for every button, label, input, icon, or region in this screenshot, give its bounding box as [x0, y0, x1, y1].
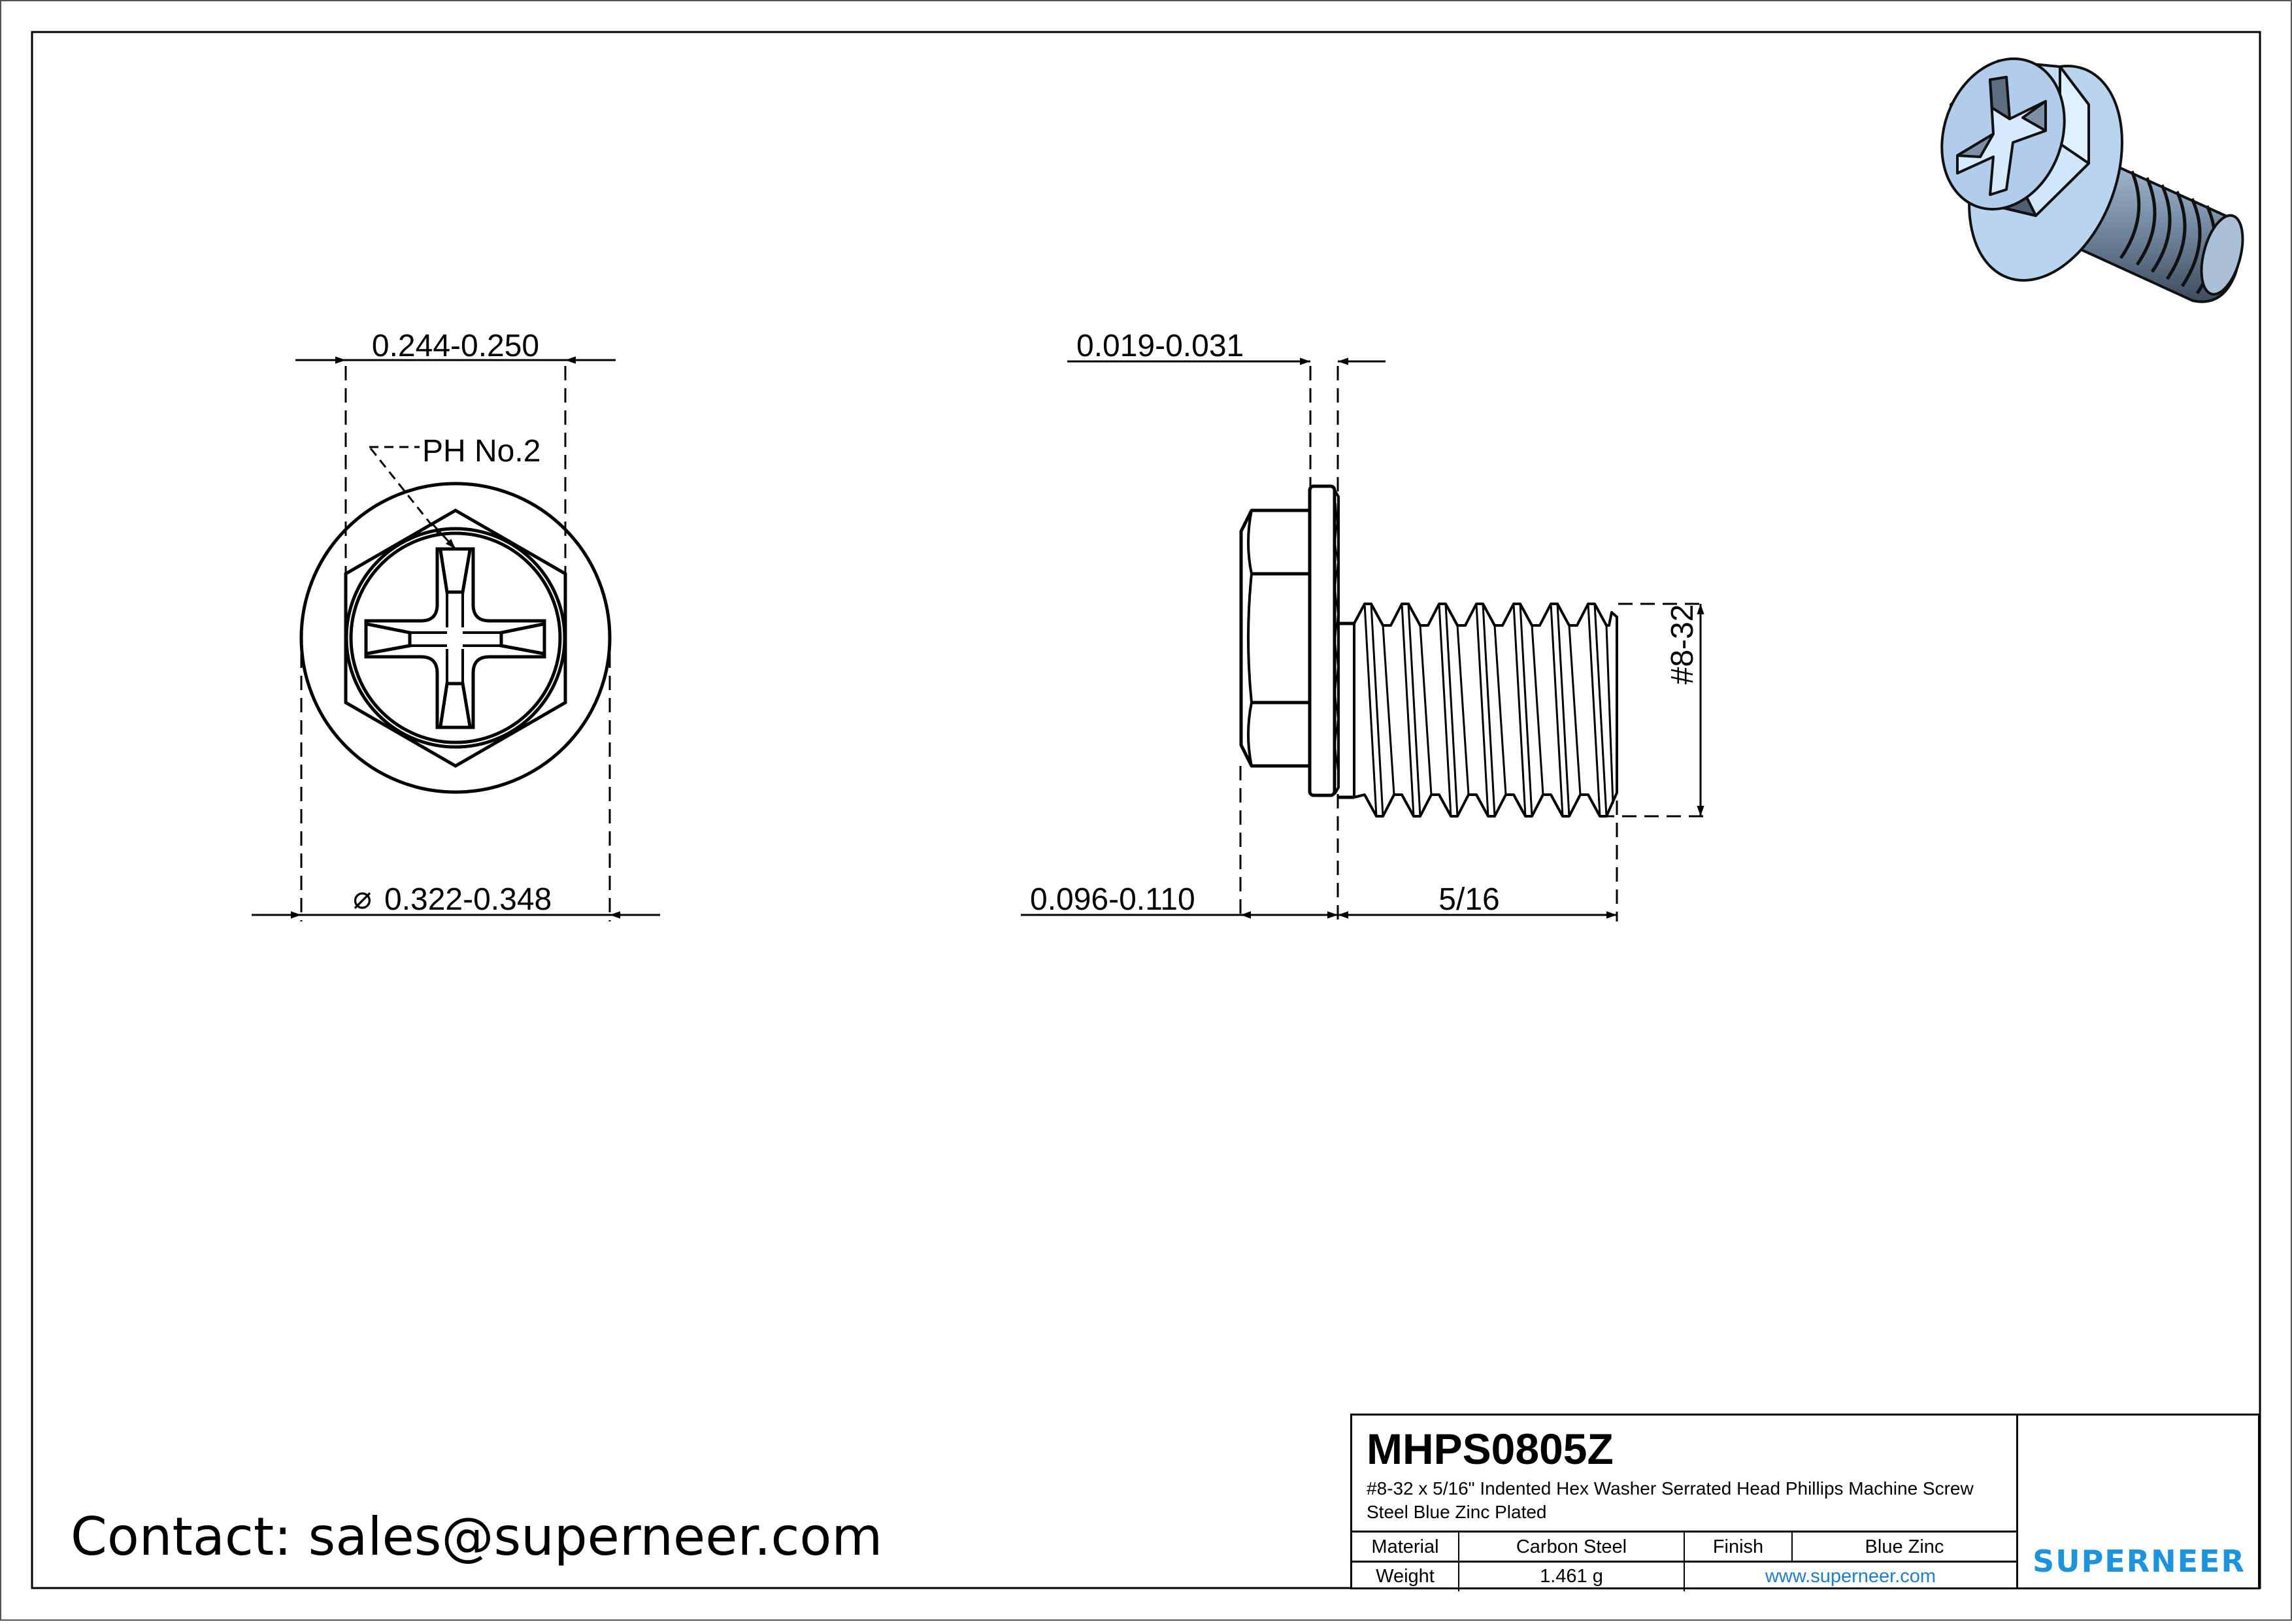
washer-thickness-dim-label: 0.019-0.031 [1076, 329, 1244, 363]
diameter-symbol-icon: ⌀ [353, 881, 372, 916]
hex-head-side [1239, 508, 1310, 768]
material-label: Material [1371, 1536, 1439, 1557]
title-block-divider [1458, 1531, 1459, 1591]
weight-value: 1.461 g [1540, 1565, 1603, 1587]
iso-thread [2077, 165, 2244, 303]
head-circle-outer [344, 527, 567, 749]
thread [1353, 603, 1618, 818]
drive-callout-label: PH No.2 [422, 434, 540, 469]
isometric-screw-render [1940, 57, 2244, 303]
finish-value: Blue Zinc [1865, 1536, 1944, 1557]
finish-label: Finish [1712, 1536, 1764, 1557]
part-description: #8-32 x 5/16" Indented Hex Washer Serrat… [1367, 1478, 1974, 1522]
material-value: Carbon Steel [1516, 1536, 1627, 1557]
washer-diameter-dim-label: 0.322-0.348 [384, 882, 552, 917]
inner-border [31, 31, 2261, 1589]
side-dimensions [1021, 357, 1707, 921]
contact-email-label: Contact: sales@superneer.com [71, 1506, 883, 1567]
title-block-divider [1684, 1531, 1685, 1591]
side-view [1239, 484, 1355, 799]
title-block-divider [1791, 1531, 1793, 1561]
across-flats-dim-label: 0.244-0.250 [372, 329, 539, 363]
front-dimensions [252, 356, 660, 921]
thread-dim-label: #8-32 [1665, 605, 1700, 685]
length-dim-label: 5/16 [1438, 882, 1499, 917]
head-height-dim-label: 0.096-0.110 [1030, 882, 1195, 917]
part-number: MHPS0805Z [1367, 1425, 1614, 1473]
title-block-divider [2016, 1416, 2018, 1589]
washer-outline [299, 482, 612, 794]
weight-label: Weight [1376, 1565, 1435, 1587]
front-view [299, 482, 612, 794]
website-link[interactable]: www.superneer.com [1765, 1565, 1936, 1587]
superneer-wordmark: SUPERNEER [2033, 1544, 2246, 1579]
title-block: MHPS0805Z #8-32 x 5/16" Indented Hex Was… [1350, 1414, 2260, 1591]
head-circle-inner [349, 531, 562, 744]
washer-flange [1308, 484, 1337, 797]
phillips-recess [364, 547, 546, 729]
